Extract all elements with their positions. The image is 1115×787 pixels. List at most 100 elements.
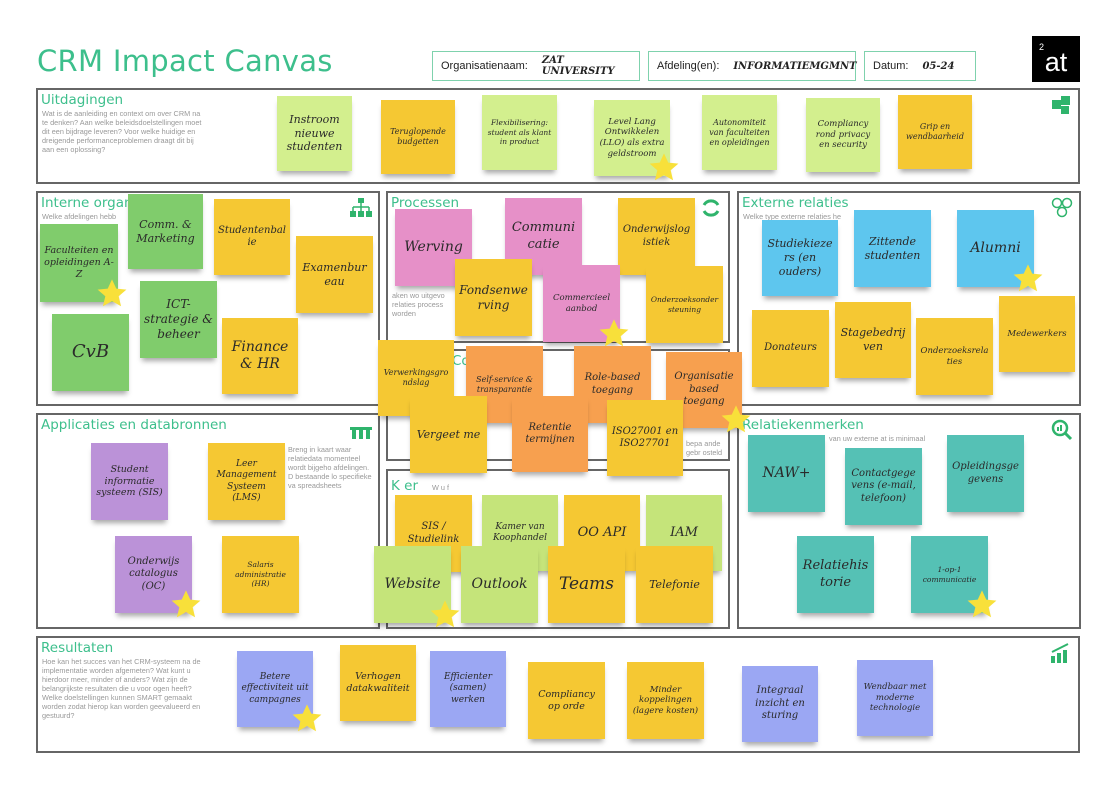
section-desc: Breng in kaart waar relatiedata momentee… <box>288 445 372 490</box>
note-text: Leer Management Systeem (LMS) <box>216 459 277 503</box>
sticky-note-uitdagingen[interactable]: Instroom nieuwe studenten <box>277 96 352 171</box>
sticky-note-koppelingen[interactable]: Outlook <box>461 546 538 623</box>
note-text: Autonomiteit van faculteiten en opleidin… <box>709 117 770 147</box>
date-label: Datum: <box>873 60 909 72</box>
sticky-note-compliance[interactable]: ISO27001 en ISO27701 <box>607 400 683 476</box>
sticky-note-relatiekenmerken[interactable]: Opleidingsgegevens <box>947 435 1024 512</box>
note-text: Website <box>384 575 441 592</box>
sticky-note-externe[interactable]: Studiekiezers (en ouders) <box>762 220 838 296</box>
sticky-note-resultaten[interactable]: Verhogen datakwaliteit <box>340 645 416 721</box>
star-icon <box>599 319 629 347</box>
sticky-note-resultaten[interactable]: Wendbaar met moderne technologie <box>857 660 933 736</box>
sticky-note-interne[interactable]: Finance & HR <box>222 318 298 394</box>
section-title: Uitdagingen <box>41 92 124 108</box>
sticky-note-compliance[interactable]: Vergeet me <box>410 396 487 473</box>
note-text: Verwerkingsgrondslag <box>383 368 449 387</box>
sticky-note-externe[interactable]: Zittende studenten <box>854 210 931 287</box>
sticky-note-compliance[interactable]: Organisatie based toegang <box>666 352 751 433</box>
note-text: Onderwijs catalogus (OC) <box>127 555 180 592</box>
sticky-note-externe[interactable]: Stagebedrijven <box>835 302 911 378</box>
note-text: Efficienter (samen) werken <box>443 672 493 705</box>
section-desc: Wat is de aanleiding en context om over … <box>42 109 202 154</box>
sticky-note-uitdagingen[interactable]: Teruglopende budgetten <box>381 100 455 174</box>
note-text: Stagebedrijven <box>840 326 906 353</box>
org-label: Organisatienaam: <box>441 60 528 72</box>
date-value: 05-24 <box>922 60 955 72</box>
sticky-note-uitdagingen[interactable]: Autonomiteit van faculteiten en opleidin… <box>702 95 777 170</box>
sticky-note-uitdagingen[interactable]: Grip en wendbaarheid <box>898 95 972 169</box>
sticky-note-processen[interactable]: Onderwijslogistiek <box>618 198 695 275</box>
date-field[interactable]: Datum: 05-24 <box>864 51 976 81</box>
organisation-field[interactable]: Organisatienaam: Zat University <box>432 51 640 81</box>
sticky-note-applicaties[interactable]: Salaris administratie (HR) <box>222 536 299 613</box>
sticky-note-externe[interactable]: Alumni <box>957 210 1043 292</box>
sticky-note-interne[interactable]: Examenbureau <box>296 236 373 313</box>
note-text: Zittende studenten <box>864 234 921 262</box>
section-desc: aken wo uitgevo relaties process worden <box>392 291 445 318</box>
growth-chart-icon <box>1051 643 1069 663</box>
note-text: Opleidingsgegevens <box>952 461 1019 485</box>
sticky-note-resultaten[interactable]: Integraal inzicht en sturing <box>742 666 818 742</box>
note-text: IAM <box>670 524 698 540</box>
sticky-note-processen[interactable]: Commercieel aanbod <box>543 265 629 347</box>
sticky-note-externe[interactable]: Onderzoeksrelaties <box>916 318 993 395</box>
sticky-note-uitdagingen[interactable]: Level Lang Ontwikkelen (LLO) als extra g… <box>594 100 679 181</box>
star-icon <box>171 590 201 618</box>
note-text: OO API <box>577 524 627 540</box>
sticky-note-compliance[interactable]: Retentie termijnen <box>512 396 588 472</box>
sticky-note-interne[interactable]: Studentenbalie <box>214 199 290 275</box>
people-icon <box>1051 197 1073 218</box>
sticky-note-interne[interactable]: CvB <box>52 314 129 391</box>
department-field[interactable]: Afdeling(en):Informatiemgmnt <box>648 51 857 81</box>
note-text: ISO27001 en ISO27701 <box>611 425 679 450</box>
sticky-note-externe[interactable]: Medewerkers <box>999 296 1075 372</box>
star-icon <box>1013 264 1043 292</box>
sticky-note-interne[interactable]: ICT-strategie & beheer <box>140 281 217 358</box>
note-text: Studentenbalie <box>218 224 287 249</box>
star-icon <box>430 600 460 628</box>
star-icon <box>97 279 127 307</box>
sticky-note-interne[interactable]: Faculteiten en opleidingen A-Z <box>40 224 127 307</box>
note-text: Onderzoeksondersteuning <box>650 295 719 314</box>
sticky-note-uitdagingen[interactable]: Flexibilisering: student als klant in pr… <box>482 95 557 170</box>
sticky-note-koppelingen[interactable]: Website <box>374 546 460 628</box>
sticky-note-resultaten[interactable]: Efficienter (samen) werken <box>430 651 506 727</box>
sticky-note-applicaties[interactable]: Leer Management Systeem (LMS) <box>208 443 285 520</box>
sticky-note-resultaten[interactable]: Compliancy op orde <box>528 662 605 739</box>
section-desc: W u f <box>432 483 450 492</box>
star-icon <box>967 590 997 618</box>
note-text: Minder koppelingen (lagere kosten) <box>632 684 699 716</box>
note-text: Salaris administratie (HR) <box>235 560 286 589</box>
sticky-note-koppelingen[interactable]: Telefonie <box>636 546 713 623</box>
note-text: Relatiehistorie <box>802 558 869 590</box>
note-text: Verhogen datakwaliteit <box>346 671 410 694</box>
sticky-note-processen[interactable]: Onderzoeksondersteuning <box>646 266 723 343</box>
star-icon <box>721 405 751 433</box>
sticky-note-applicaties[interactable]: Student informatie systeem (SIS) <box>91 443 168 520</box>
org-value: Zat University <box>541 55 615 77</box>
sticky-note-koppelingen[interactable]: Teams <box>548 546 625 623</box>
sticky-note-resultaten[interactable]: Minder koppelingen (lagere kosten) <box>627 662 704 739</box>
section-desc: Welke type externe relaties he <box>743 212 842 221</box>
note-text: Faculteiten en opleidingen A-Z <box>44 245 114 280</box>
sticky-note-processen[interactable]: Werving <box>395 209 472 286</box>
sticky-note-relatiekenmerken[interactable]: NAW+ <box>748 435 825 512</box>
sticky-note-relatiekenmerken[interactable]: Relatiehistorie <box>797 536 874 613</box>
note-text: Outlook <box>471 575 528 592</box>
note-text: Onderwijslogistiek <box>622 224 691 248</box>
note-text: Donateurs <box>764 342 817 354</box>
note-text: Telefonie <box>649 577 700 591</box>
note-text: Commercieel aanbod <box>552 292 611 314</box>
note-text: Finance & HR <box>231 338 289 373</box>
sticky-note-relatiekenmerken[interactable]: 1-op-1 communicatie <box>911 536 997 618</box>
sticky-note-resultaten[interactable]: Betere effectiviteit uit campagnes <box>237 651 322 732</box>
sticky-note-interne[interactable]: Comm. & Marketing <box>128 194 203 269</box>
sticky-note-uitdagingen[interactable]: Compliancy rond privacy en security <box>806 98 880 172</box>
sticky-note-applicaties[interactable]: Onderwijs catalogus (OC) <box>115 536 201 618</box>
page-title: CRM Impact Canvas <box>37 44 333 78</box>
sticky-note-processen[interactable]: Fondsenwerving <box>455 259 532 336</box>
note-text: Retentie termijnen <box>525 421 575 446</box>
sticky-note-relatiekenmerken[interactable]: Contactgegevens (e-mail, telefoon) <box>845 448 922 525</box>
note-text: Flexibilisering: student als klant in pr… <box>487 118 552 147</box>
sticky-note-externe[interactable]: Donateurs <box>752 310 829 387</box>
